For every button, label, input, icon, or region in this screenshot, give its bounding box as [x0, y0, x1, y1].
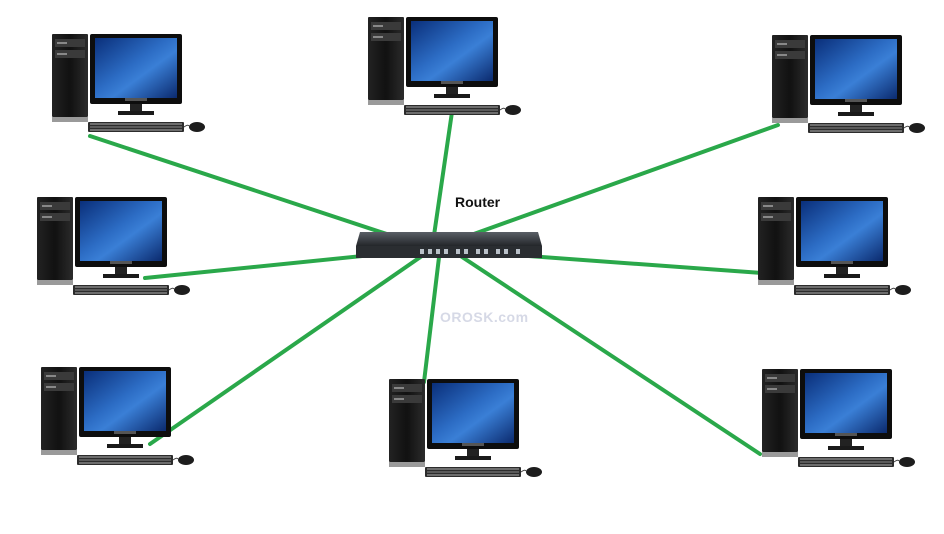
computer-top-right: [771, 34, 926, 134]
computer-mid-left: [36, 196, 191, 296]
router-label: Router: [455, 194, 501, 210]
link-bottom-right: [448, 247, 762, 456]
computer-bottom-right: [761, 368, 916, 468]
computer-mid-right: [757, 196, 912, 296]
link-top-left: [88, 134, 434, 251]
link-top-center: [430, 110, 454, 251]
link-bottom-center: [422, 247, 442, 384]
link-top-right: [430, 123, 780, 251]
computer-top-left: [51, 33, 206, 133]
network-links: [88, 110, 780, 456]
computer-top-center: [367, 16, 522, 116]
watermark-text: OROSK.com: [440, 309, 529, 325]
computer-bottom-left: [40, 366, 195, 466]
router: [356, 232, 542, 258]
computer-bottom-center: [388, 378, 543, 478]
link-bottom-left: [148, 247, 434, 446]
